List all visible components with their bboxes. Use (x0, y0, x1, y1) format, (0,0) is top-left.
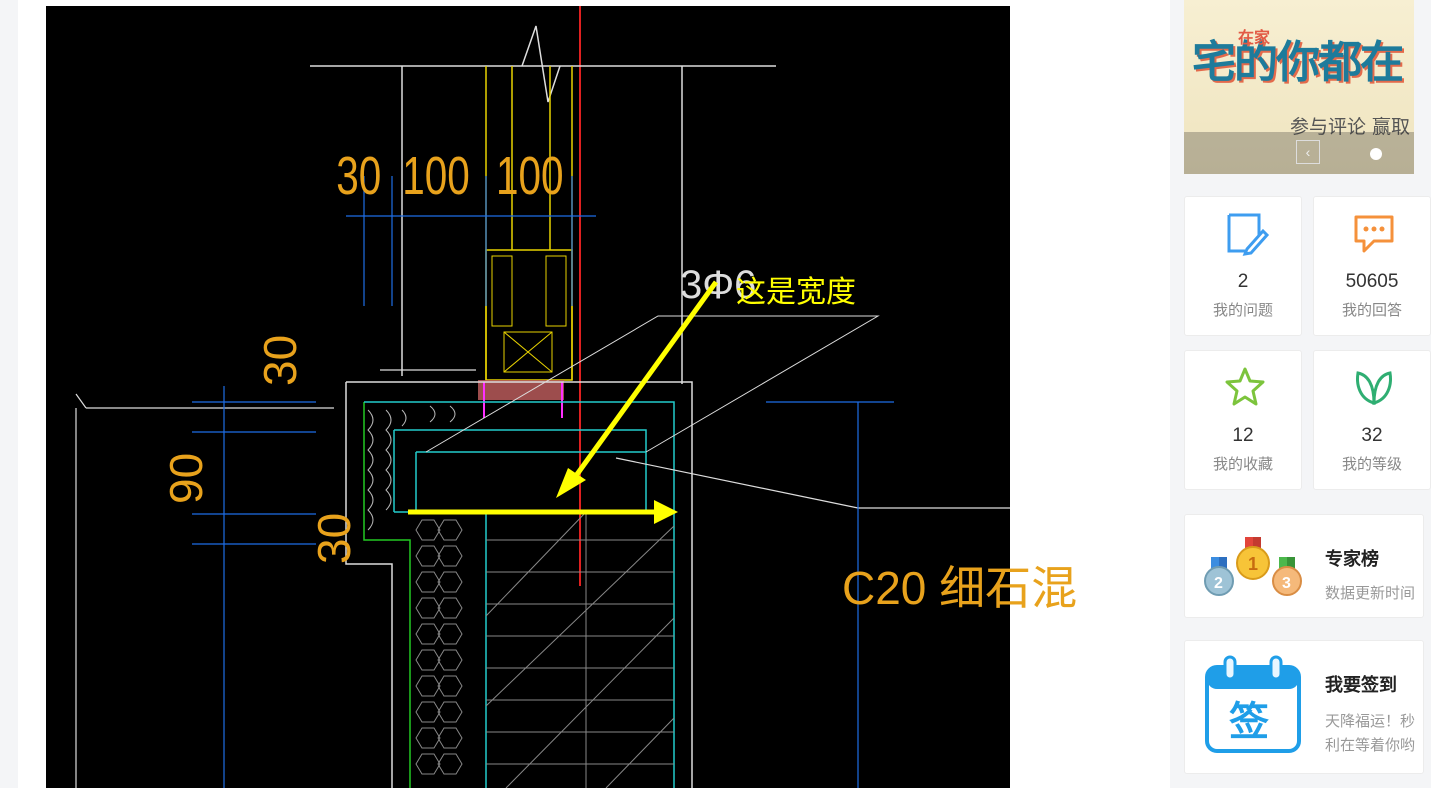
leaf-icon (1356, 371, 1392, 405)
chevron-left-icon[interactable]: ‹ (1296, 140, 1320, 164)
signin-badge: 签 (1229, 699, 1269, 745)
svg-text:2: 2 (1214, 575, 1223, 592)
stat-card-my-favorites[interactable]: 12 我的收藏 (1184, 350, 1302, 490)
dim-left-30a: 30 (254, 335, 306, 386)
material-label: C20 细石混 (842, 562, 1077, 614)
stat-card-my-answers[interactable]: 50605 我的回答 (1313, 196, 1431, 336)
dim-top-100a: 100 (402, 146, 470, 206)
edit-note-icon (1227, 213, 1270, 256)
dim-top-100b: 100 (496, 146, 564, 206)
star-icon (1225, 367, 1265, 406)
banner-subtitle: 参与评论 赢取 (1290, 116, 1411, 138)
dim-top-30: 30 (336, 146, 381, 206)
dim-left-30b: 30 (308, 513, 360, 564)
banner-title: 宅的你都在 (1192, 37, 1404, 88)
daily-signin-card[interactable]: 签 我要签到 天降福运！秒 利在等着你哟 (1184, 640, 1424, 774)
stat-number: 50605 (1345, 271, 1399, 292)
svg-text:3: 3 (1282, 575, 1291, 592)
stat-label: 我的问题 (1212, 301, 1273, 319)
signin-desc-line2: 利在等着你哟 (1325, 736, 1416, 754)
stat-card-my-level[interactable]: 32 我的等级 (1313, 350, 1431, 490)
banner-pagination-dot[interactable] (1370, 148, 1382, 160)
stat-number: 32 (1361, 425, 1383, 446)
signin-desc-line1: 天降福运！秒 (1325, 712, 1416, 730)
stat-label: 我的回答 (1341, 301, 1402, 319)
experts-ranking-card[interactable]: 2 1 3 专家榜 数据更新时间 (1184, 514, 1424, 618)
stat-number: 12 (1232, 425, 1254, 446)
banner-small-text: 在家 (1238, 28, 1271, 47)
cut-text: 3Φ6 (680, 263, 756, 307)
promo-banner[interactable]: 宅的你都在 在家 参与评论 赢取 ‹ (1184, 0, 1414, 174)
chat-bubble-icon (1354, 215, 1394, 253)
experts-desc: 数据更新时间 (1325, 584, 1416, 602)
dim-left-90: 90 (160, 453, 212, 504)
stat-number: 2 (1237, 271, 1249, 292)
signin-title: 我要签到 (1325, 675, 1397, 696)
stat-card-my-questions[interactable]: 2 我的问题 (1184, 196, 1302, 336)
question-content-panel: 30 100 100 C20 细石混 30 90 30 3Φ6 这是宽度 (18, 0, 1170, 788)
cad-drawing-image: 30 100 100 C20 细石混 30 90 30 3Φ6 这是宽度 (46, 6, 1077, 788)
stat-label: 我的等级 (1341, 455, 1402, 473)
svg-text:1: 1 (1248, 554, 1258, 574)
medals-icon: 2 1 3 (1204, 537, 1302, 596)
stat-label: 我的收藏 (1212, 455, 1273, 473)
experts-title: 专家榜 (1325, 549, 1379, 570)
calendar-icon: 签 (1205, 655, 1301, 753)
annotation-label: 这是宽度 (736, 275, 856, 310)
